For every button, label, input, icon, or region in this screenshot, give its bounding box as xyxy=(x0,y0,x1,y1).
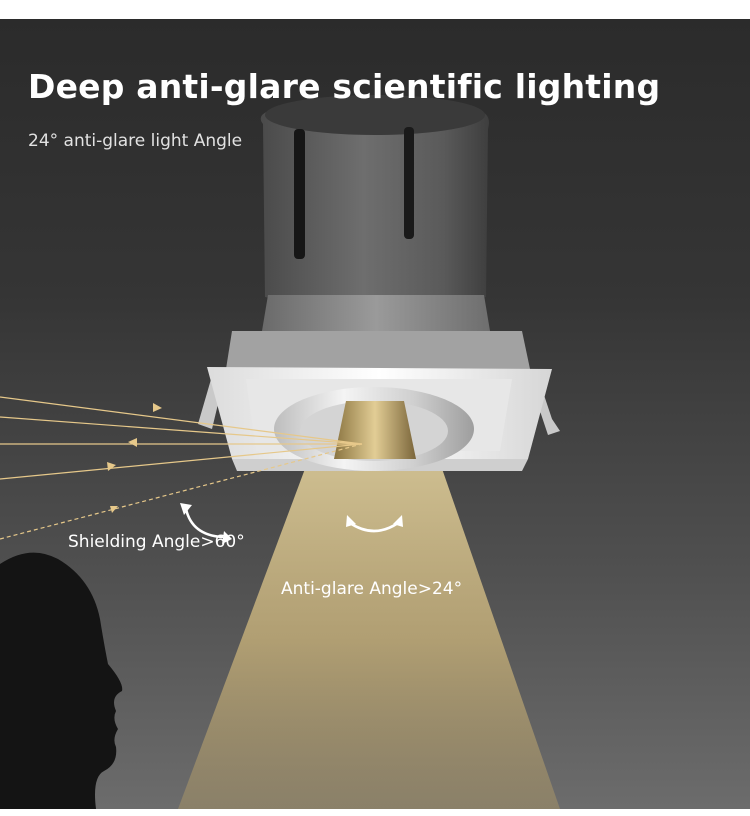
housing-neck xyxy=(262,295,490,331)
heatsink-body xyxy=(260,109,489,308)
headline: Deep anti-glare scientific lighting xyxy=(28,67,661,106)
subtitle: 24° anti-glare light Angle xyxy=(28,131,243,151)
heatsink-slot xyxy=(404,127,414,239)
light-beam xyxy=(178,434,560,809)
shielding-angle-arrow-icon xyxy=(184,507,224,539)
product-illustration xyxy=(0,95,560,809)
light-core xyxy=(334,401,416,459)
person-silhouette xyxy=(0,552,123,809)
heatsink-slot xyxy=(294,129,305,259)
product-banner: Deep anti-glare scientific lighting 24° … xyxy=(0,19,750,809)
shielding-angle-label: Shielding Angle>60° xyxy=(68,532,245,552)
gray-bezel xyxy=(226,331,530,369)
anti-glare-angle-arrow-icon xyxy=(348,521,400,533)
anti-glare-angle-label: Anti-glare Angle>24° xyxy=(281,579,463,599)
ray-arrowheads xyxy=(107,403,162,513)
glare-rays xyxy=(0,396,363,540)
